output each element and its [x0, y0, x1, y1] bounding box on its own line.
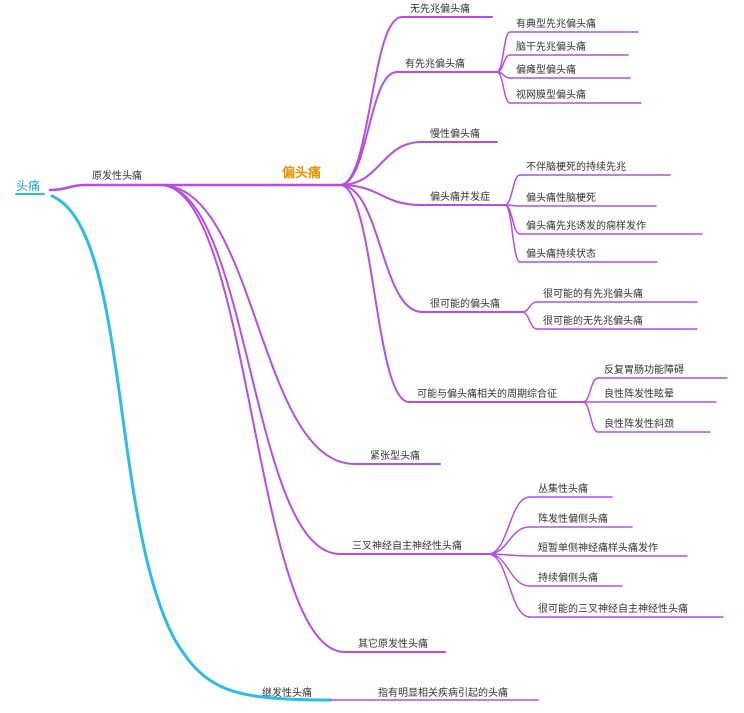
edge-subtype-4-child-0 [521, 301, 538, 313]
edge-subtype-5-child-0 [582, 377, 599, 403]
edge-subtype-1-child-3 [496, 71, 511, 104]
edge-tac-child-3 [487, 553, 531, 587]
migraine-label: 偏头痛 [282, 165, 321, 181]
edge-root-to-secondary [50, 194, 332, 702]
edge-migraine-to-subtype-3 [339, 184, 423, 206]
other-primary-label: 其它原发性头痛 [358, 637, 428, 650]
migraine-subtype-label-3: 偏头痛并发症 [430, 190, 490, 203]
edge-subtype-5-child-2 [582, 401, 599, 433]
tension-headache-label: 紧张型头痛 [370, 449, 420, 462]
edge-subtype-4-child-1 [521, 311, 538, 330]
edge-tac-child-4 [487, 553, 531, 618]
migraine-subtype-label-1: 有先兆偏头痛 [405, 57, 465, 70]
edge-migraine-to-subtype-4 [339, 184, 423, 313]
tac-child-label-4: 很可能的三叉神经自主神经性头痛 [538, 602, 688, 615]
edge-root-to-primary [48, 183, 88, 192]
migraine-subtype-label-4: 很可能的偏头痛 [430, 297, 500, 310]
migraine-subtype-label-2: 慢性偏头痛 [430, 127, 480, 140]
migraine-subtype-label-0: 无先兆偏头痛 [410, 2, 470, 15]
tac-child-label-1: 阵发性偏侧头痛 [538, 512, 608, 525]
root-node-label: 头痛 [16, 178, 40, 193]
edge-subtype-3-child-3 [504, 204, 521, 263]
secondary-child-label: 指有明显相关疾病引起的头痛 [378, 686, 508, 699]
subtype-3-child-label-0: 不伴脑梗死的持续先兆 [526, 160, 626, 173]
subtype-1-child-label-3: 视网膜型偏头痛 [516, 88, 586, 101]
edge-tac-child-0 [487, 496, 531, 555]
subtype-4-child-label-1: 很可能的无先兆偏头痛 [543, 314, 643, 327]
subtype-3-child-label-3: 偏头痛持续状态 [526, 247, 596, 260]
primary-headache-label: 原发性头痛 [92, 169, 142, 182]
tac-label: 三叉神经自主神经性头痛 [352, 539, 462, 552]
edge-migraine-to-subtype-0 [339, 16, 403, 186]
tac-child-label-2: 短暂单侧神经痛样头痛发作 [538, 541, 658, 554]
tac-child-label-3: 持续偏侧头痛 [538, 571, 598, 584]
edge-tac-child-1 [487, 526, 531, 555]
edge-primary-to-tac [159, 184, 341, 555]
edge-migraine-to-subtype-1 [339, 71, 398, 186]
edge-migraine-to-subtype-2 [339, 141, 423, 186]
tac-child-label-0: 丛集性头痛 [538, 482, 588, 495]
edge-subtype-3-child-0 [504, 174, 521, 206]
migraine-subtype-label-5: 可能与偏头痛相关的周期综合征 [417, 387, 557, 400]
subtype-1-child-label-1: 脑干先兆偏头痛 [516, 40, 586, 53]
edge-primary-to-tension [159, 184, 356, 465]
secondary-headache-label: 继发性头痛 [262, 686, 312, 699]
edge-primary-to-other [159, 184, 346, 653]
subtype-5-child-label-2: 良性阵发性斜颈 [604, 417, 674, 430]
subtype-1-child-label-0: 有典型先兆偏头痛 [516, 17, 596, 30]
subtype-3-child-label-1: 偏头痛性脑梗死 [526, 191, 596, 204]
subtype-4-child-label-0: 很可能的有先兆偏头痛 [543, 287, 643, 300]
edge-migraine-to-subtype-5 [339, 184, 410, 403]
edge-subtype-1-child-0 [496, 31, 511, 73]
subtype-3-child-label-2: 偏头痛先兆诱发的痫样发作 [526, 219, 646, 232]
subtype-5-child-label-1: 良性阵发性眩晕 [604, 387, 674, 400]
subtype-1-child-label-2: 偏瘫型偏头痛 [516, 63, 576, 76]
subtype-5-child-label-0: 反复胃肠功能障碍 [604, 363, 684, 376]
